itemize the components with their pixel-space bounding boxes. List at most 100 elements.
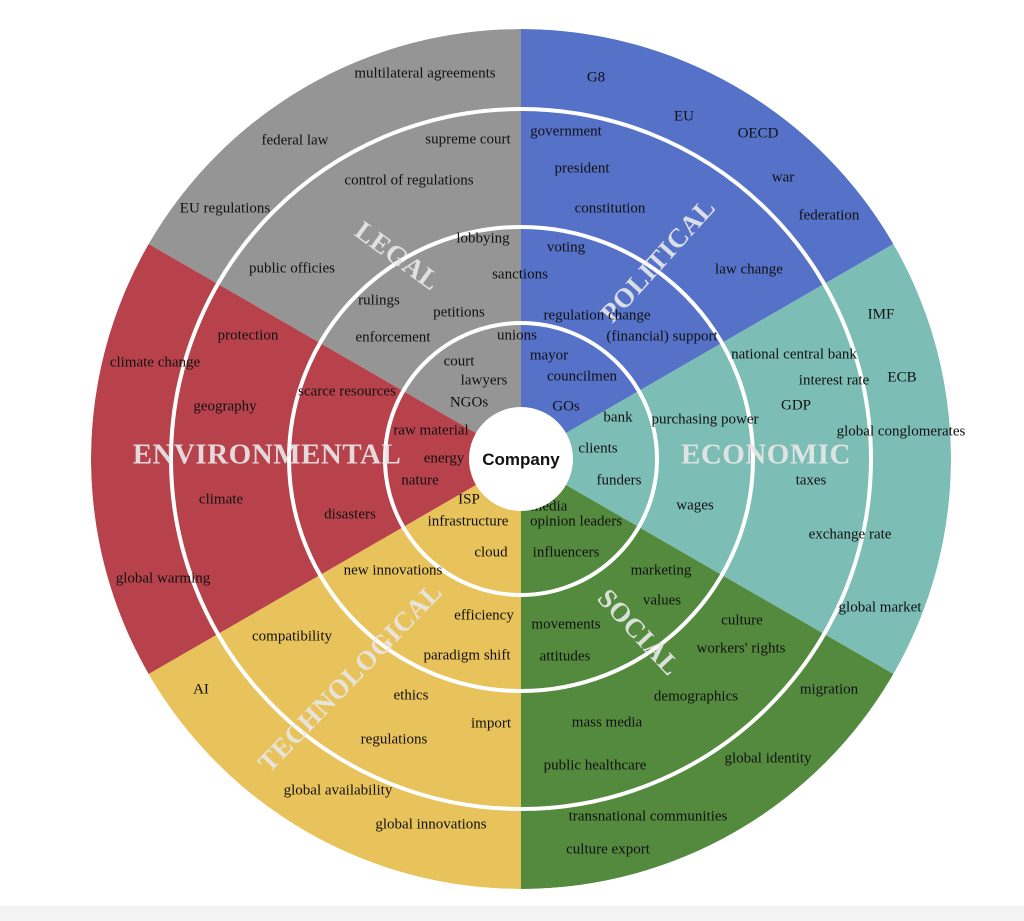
political-term: war (772, 169, 795, 185)
social-term: mass media (572, 714, 643, 730)
political-term: GOs (552, 398, 580, 414)
ring-outer (169, 107, 873, 811)
political-term: EU (674, 108, 694, 124)
environmental-term: climate (199, 491, 243, 507)
company-label: Company (482, 450, 560, 469)
environmental-term: scarce resources (298, 383, 396, 399)
technological-term: global innovations (375, 816, 486, 832)
social-term: values (643, 592, 681, 608)
economic-term: IMF (868, 306, 895, 322)
legal-term: supreme court (425, 131, 511, 147)
economic-term: interest rate (799, 372, 870, 388)
social-term: influencers (533, 544, 600, 560)
social-term: marketing (631, 562, 692, 578)
company-hub (469, 407, 573, 511)
political-term: constitution (575, 200, 646, 216)
economic-term: wages (676, 497, 714, 513)
page-footer-strip (0, 906, 1024, 921)
environmental-term: geography (193, 398, 257, 414)
political-term: OECD (738, 125, 779, 141)
technological-term: infrastructure (428, 513, 509, 529)
political-term: councilmen (547, 368, 617, 384)
sector-wedges (91, 29, 951, 889)
environmental-term: global warming (116, 570, 211, 586)
legal-term: petitions (433, 304, 485, 320)
social-term: transnational communities (569, 808, 728, 824)
social-term: migration (800, 681, 859, 697)
political-term: government (530, 123, 602, 139)
sector-wedge-legal (148, 29, 521, 459)
technological-term: ethics (394, 687, 429, 703)
economic-term: ECB (887, 369, 916, 385)
social-term: culture export (566, 841, 651, 857)
social-term: public healthcare (544, 757, 647, 773)
social-term: culture (721, 612, 763, 628)
sector-wedge-political (521, 29, 894, 459)
political-term: regulation change (543, 307, 650, 323)
social-term: workers' rights (697, 640, 786, 656)
political-term: (financial) support (606, 328, 718, 344)
economic-term: exchange rate (809, 526, 892, 542)
technological-term: efficiency (454, 607, 514, 623)
political-term: mayor (530, 347, 568, 363)
economic-term: bank (603, 409, 633, 425)
sector-title-economic: ECONOMIC (681, 439, 851, 471)
technological-term: global availability (284, 782, 393, 798)
sector-terms: multilateral agreements federal law suprem… (110, 65, 966, 857)
sector-wedge-social (521, 459, 894, 889)
technological-term: import (471, 715, 512, 731)
legal-term: EU regulations (180, 200, 271, 216)
economic-term: global market (839, 599, 923, 615)
sector-title-environmental: ENVIRONMENTAL (133, 439, 402, 471)
political-term: president (555, 160, 611, 176)
political-term: law change (715, 261, 783, 277)
technological-term: paradigm shift (423, 647, 511, 663)
legal-term: multilateral agreements (354, 65, 495, 81)
environmental-term: nature (401, 472, 439, 488)
legal-term: control of regulations (344, 172, 473, 188)
social-term: demographics (654, 688, 738, 704)
economic-term: global conglomerates (837, 423, 966, 439)
environmental-term: protection (218, 327, 279, 343)
ring-inner (383, 321, 659, 597)
economic-term: taxes (796, 472, 827, 488)
sector-wedge-technological (148, 459, 521, 889)
social-term: movements (531, 616, 600, 632)
political-term: federation (799, 207, 860, 223)
political-term: unions (497, 327, 537, 343)
sector-wedge-economic (521, 244, 951, 674)
technological-term: ISP (458, 491, 480, 507)
legal-term: enforcement (356, 329, 432, 345)
ring-middle (287, 225, 755, 693)
political-term: voting (547, 239, 586, 255)
environmental-term: disasters (324, 506, 376, 522)
economic-term: GDP (781, 397, 811, 413)
legal-term: lawyers (461, 372, 508, 388)
legal-term: federal law (261, 132, 328, 148)
environmental-term: raw material (393, 422, 468, 438)
political-term: sanctions (492, 266, 548, 282)
legal-term: NGOs (450, 394, 488, 410)
technological-term: new innovations (344, 562, 443, 578)
technological-term: AI (193, 681, 209, 697)
economic-term: funders (597, 472, 642, 488)
environmental-term: energy (424, 450, 465, 466)
legal-term: court (444, 353, 476, 369)
sector-wedge-environmental (91, 244, 521, 674)
technological-term: regulations (361, 731, 428, 747)
economic-term: purchasing power (651, 411, 758, 427)
ring-lines (169, 107, 873, 811)
technological-term: cloud (474, 544, 508, 560)
economic-term: clients (578, 440, 617, 456)
legal-term: lobbying (456, 230, 510, 246)
legal-term: public officies (249, 260, 335, 276)
environmental-term: climate change (110, 354, 201, 370)
technological-term: compatibility (252, 628, 332, 644)
legal-term: rulings (358, 292, 400, 308)
political-term: G8 (587, 69, 605, 85)
economic-term: national central bank (731, 346, 857, 362)
social-term: attitudes (540, 648, 591, 664)
social-term: global identity (724, 750, 812, 766)
social-term: opinion leaders (530, 513, 622, 529)
